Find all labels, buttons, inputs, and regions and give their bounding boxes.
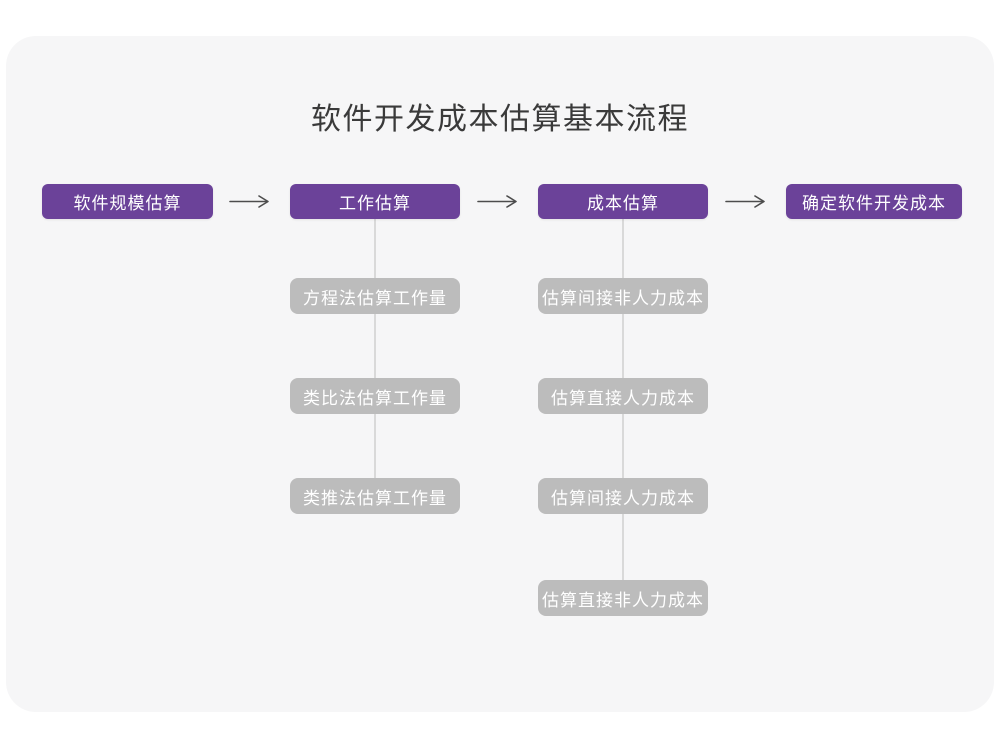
sub-node-analogy-method: 类比法估算工作量 (290, 378, 460, 414)
sub-node-extrapolation-method: 类推法估算工作量 (290, 478, 460, 514)
flow-arrow-2 (477, 194, 519, 209)
page-title: 软件开发成本估算基本流程 (311, 103, 689, 136)
connector-line-work (374, 219, 376, 496)
main-node-determine-dev-cost: 确定软件开发成本 (786, 184, 962, 219)
sub-node-indirect-nonlabor-cost: 估算间接非人力成本 (538, 278, 708, 314)
sub-node-direct-labor-cost: 估算直接人力成本 (538, 378, 708, 414)
main-node-software-scale-estimation: 软件规模估算 (42, 184, 213, 219)
sub-node-indirect-labor-cost: 估算间接人力成本 (538, 478, 708, 514)
main-node-cost-estimation: 成本估算 (538, 184, 708, 219)
sub-node-direct-nonlabor-cost: 估算直接非人力成本 (538, 580, 708, 616)
sub-node-equation-method: 方程法估算工作量 (290, 278, 460, 314)
main-node-work-estimation: 工作估算 (290, 184, 460, 219)
diagram-canvas (6, 36, 994, 712)
flow-arrow-1 (229, 194, 271, 209)
flow-arrow-3 (725, 194, 767, 209)
